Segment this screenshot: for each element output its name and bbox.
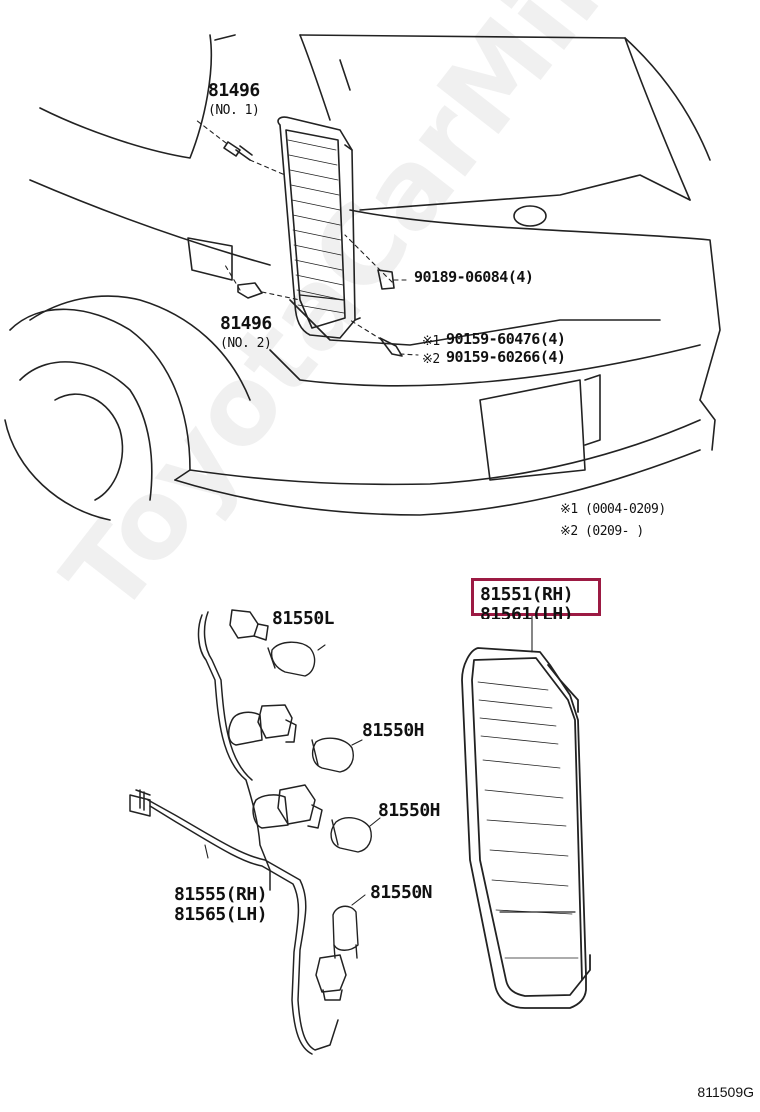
part-81550h-lower-number[interactable]: 81550H (378, 800, 441, 821)
part-81496-no2-note: (NO. 2) (220, 336, 272, 351)
highlight-box (471, 578, 601, 616)
part-81550n-number[interactable]: 81550N (370, 882, 433, 903)
part-81561-lh-number[interactable]: 81561(LH) (480, 604, 574, 625)
fasteners (223, 141, 403, 357)
part-90159-60476-number[interactable]: 90159-60476(4) (446, 330, 566, 348)
part-81551-rh-number[interactable]: 81551(RH) (480, 584, 574, 605)
bulbs (267, 641, 372, 959)
wire-harness (129, 609, 347, 1055)
part-81496-no2-number[interactable]: 81496 (220, 313, 272, 334)
part-81565-lh-number[interactable]: 81565(LH) (174, 904, 268, 925)
part-81550l-number[interactable]: 81550L (272, 608, 335, 629)
part-81496-no1-note: (NO. 1) (208, 103, 260, 118)
note-1: ※1 (0004-0209) (560, 502, 666, 517)
part-81550h-upper-number[interactable]: 81550H (362, 720, 425, 741)
note-2: ※2 (0209- ) (560, 524, 644, 539)
bolt-2-mark: ※2 (422, 352, 440, 367)
part-81496-no1-number[interactable]: 81496 (208, 80, 260, 101)
bolt-1-mark: ※1 (422, 334, 440, 349)
car-rear-body (4, 34, 721, 521)
part-90189-06084-number[interactable]: 90189-06084(4) (414, 268, 534, 286)
mounted-lamp (277, 116, 361, 339)
part-81555-rh-number[interactable]: 81555(RH) (174, 884, 268, 905)
lamp-assembly (461, 614, 591, 1009)
diagram-code: 811509G (697, 1084, 754, 1100)
part-90159-60266-number[interactable]: 90159-60266(4) (446, 348, 566, 366)
